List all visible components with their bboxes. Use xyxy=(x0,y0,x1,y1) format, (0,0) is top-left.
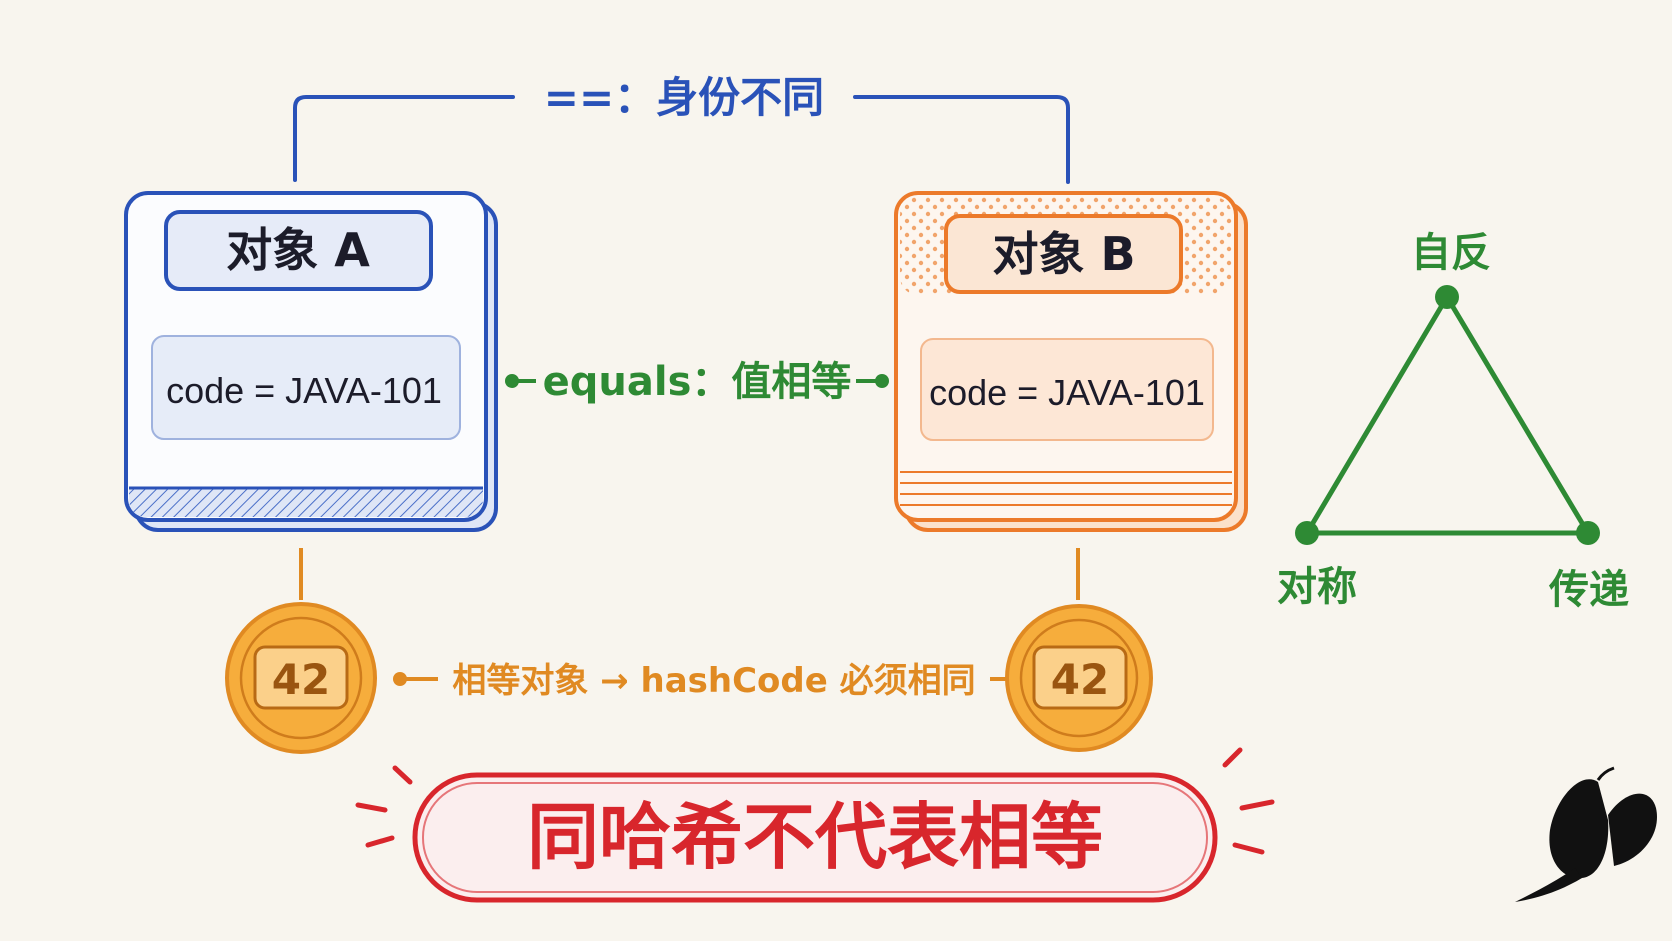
hash-rule-connector: 相等对象 → hashCode 必须相同 xyxy=(393,661,1008,701)
conclusion-text: 同哈希不代表相等 xyxy=(527,795,1103,879)
object-a-card: 对象 A code = JAVA-101 xyxy=(124,191,498,532)
object-a-field-box xyxy=(151,335,461,440)
hash-coin-b: 42 xyxy=(1005,548,1153,752)
object-b-title: 对象 B xyxy=(992,227,1135,281)
hash-value-b: 42 xyxy=(1051,655,1109,704)
object-b-field-box xyxy=(920,338,1214,441)
property-reflexive: 自反 xyxy=(1411,230,1491,276)
object-a-title-box xyxy=(164,210,433,291)
object-a-title: 对象 A xyxy=(226,223,370,277)
equals-properties-triangle: 自反 对称 传递 xyxy=(1277,230,1629,613)
conclusion-banner: 同哈希不代表相等 xyxy=(355,747,1275,903)
equals-label: equals：值相等 xyxy=(543,359,852,405)
property-symmetric: 对称 xyxy=(1277,564,1357,610)
hash-value-a: 42 xyxy=(272,655,330,704)
property-transitive: 传递 xyxy=(1548,567,1629,613)
identity-label: ==：身份不同 xyxy=(544,73,824,122)
object-b-card: 对象 B code = JAVA-101 xyxy=(894,191,1248,532)
hash-rule-label: 相等对象 → hashCode 必须相同 xyxy=(452,661,975,701)
equals-connector: equals：值相等 xyxy=(505,359,889,405)
identity-connector: ==：身份不同 xyxy=(293,73,1070,184)
hash-coin-a: 42 xyxy=(225,548,377,754)
object-b-field: code = JAVA-101 xyxy=(929,372,1205,413)
emphasis-marks xyxy=(355,747,1275,855)
butterfly-icon xyxy=(1515,766,1657,902)
object-a-field: code = JAVA-101 xyxy=(166,370,442,411)
object-b-title-box xyxy=(944,214,1183,294)
